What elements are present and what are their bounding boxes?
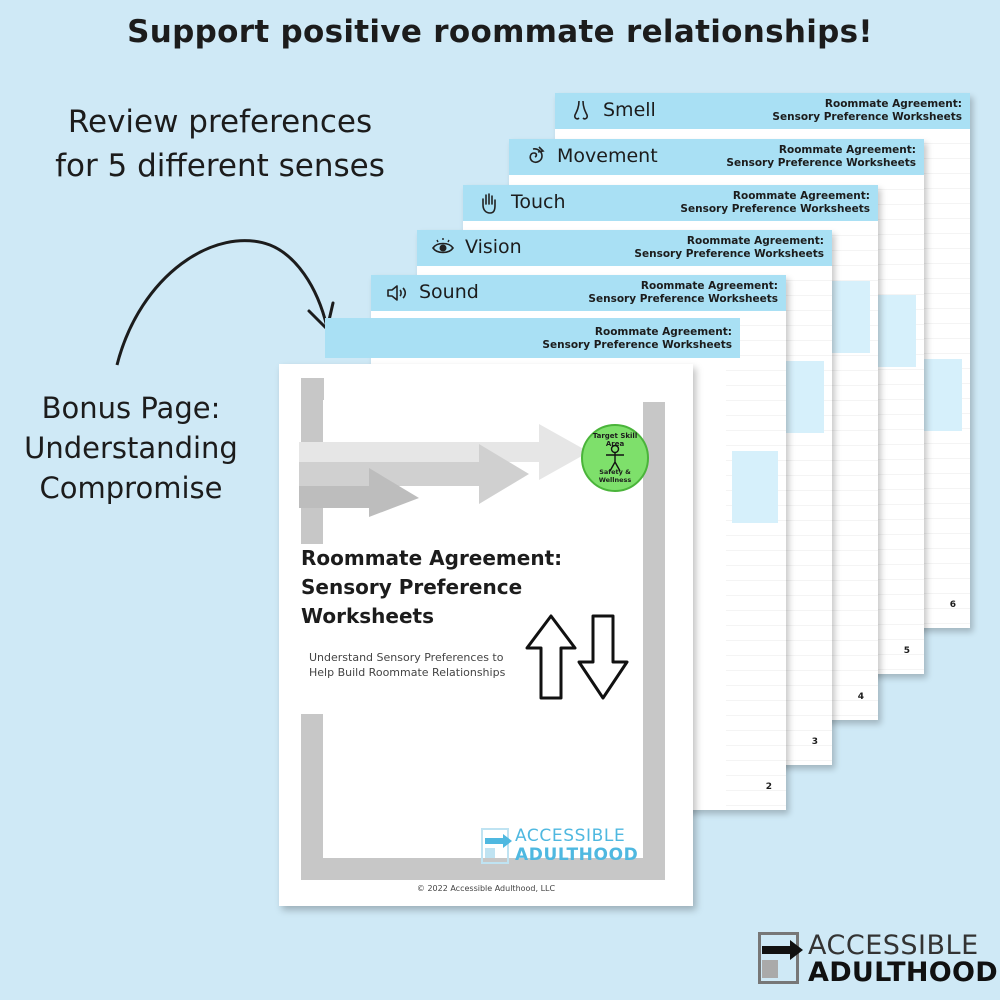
bonus-note-line2: Understanding — [24, 431, 238, 466]
bonus-note: Bonus Page: Understanding Compromise — [6, 388, 256, 508]
cover-title-line2: Sensory Preference — [301, 575, 523, 599]
page-header: Sound Roommate Agreement: Sensory Prefer… — [371, 275, 786, 311]
header-line2: Sensory Preference Worksheets — [726, 157, 916, 170]
senses-note-line2: for 5 different senses — [55, 148, 385, 185]
header-line2: Sensory Preference Worksheets — [542, 339, 732, 352]
page-header: Smell Roommate Agreement: Sensory Prefer… — [555, 93, 970, 129]
header-line2: Sensory Preference Worksheets — [772, 111, 962, 124]
cover-logo: ACCESSIBLE ADULTHOOD — [481, 826, 661, 866]
bonus-note-line3: Compromise — [39, 471, 223, 506]
cover-logo-line1: ACCESSIBLE — [515, 826, 626, 846]
senses-note-line1: Review preferences — [67, 104, 373, 140]
worksheet-header-text: Roommate Agreement: Sensory Preference W… — [634, 235, 824, 261]
copyright-text: © 2022 Accessible Adulthood, LLC — [416, 884, 556, 893]
page-header: Touch Roommate Agreement: Sensory Prefer… — [463, 185, 878, 221]
cover-subtitle: Understand Sensory Preferences to Help B… — [309, 651, 505, 681]
headline: Support positive roommate relationships! — [127, 14, 873, 50]
cover-subtitle-line2: Help Build Roommate Relationships — [309, 665, 506, 679]
page-content-strip: 2 — [726, 311, 786, 810]
worksheet-header-text: Roommate Agreement: Sensory Preference W… — [542, 326, 732, 352]
page-number: 3 — [811, 737, 818, 747]
sense-name: Movement — [557, 145, 658, 167]
header-line2: Sensory Preference Worksheets — [588, 293, 778, 306]
person-icon — [606, 444, 624, 472]
worksheet-header-text: Roommate Agreement: Sensory Preference W… — [588, 280, 778, 306]
cover-logo-line2: ADULTHOOD — [515, 845, 639, 865]
cover-title-line3: Worksheets — [301, 604, 434, 628]
header-line1: Roommate Agreement: — [594, 326, 732, 338]
frame-gap — [299, 544, 327, 714]
sense-name: Vision — [465, 236, 522, 258]
skill-area-badge: Target Skill Area Safety & Wellness — [581, 424, 649, 492]
cover-title: Roommate Agreement: Sensory Preference W… — [301, 544, 562, 631]
speaker-icon — [387, 285, 407, 301]
curved-arrow-icon — [115, 239, 335, 366]
brand-logo: ACCESSIBLE ADULTHOOD — [758, 930, 998, 988]
bonus-note-line1: Bonus Page: — [41, 391, 221, 425]
sticky-note — [732, 451, 778, 523]
logo-mark-icon — [758, 932, 803, 984]
decorative-arrows — [299, 424, 589, 517]
up-down-arrows-icon — [525, 614, 629, 700]
worksheet-header-text: Roommate Agreement: Sensory Preference W… — [772, 98, 962, 124]
badge-top-text: Target Skill Area — [592, 432, 638, 448]
page-number: 2 — [765, 782, 772, 792]
hand-icon — [482, 193, 496, 214]
brand-line1: ACCESSIBLE — [808, 930, 979, 961]
spiral-arrow-icon — [529, 146, 545, 163]
sense-name: Sound — [419, 281, 479, 303]
header-line1: Roommate Agreement: — [732, 190, 870, 202]
worksheet-header-text: Roommate Agreement: Sensory Preference W… — [726, 144, 916, 170]
worksheet-header-text: Roommate Agreement: Sensory Preference W… — [680, 190, 870, 216]
page-number: 4 — [857, 692, 864, 702]
page-header: Movement Roommate Agreement: Sensory Pre… — [509, 139, 924, 175]
logo-mark-icon — [481, 828, 512, 864]
header-line1: Roommate Agreement: — [778, 144, 916, 156]
header-line1: Roommate Agreement: — [640, 280, 778, 292]
cover-page-header: Roommate Agreement: Sensory Preference W… — [325, 318, 740, 358]
badge-bottom-text: Safety & Wellness — [598, 468, 632, 484]
header-line2: Sensory Preference Worksheets — [634, 248, 824, 261]
senses-note: Review preferences for 5 different sense… — [20, 100, 420, 188]
header-line2: Sensory Preference Worksheets — [680, 203, 870, 216]
page-number: 5 — [903, 646, 910, 656]
page-number: 6 — [949, 600, 956, 610]
frame-gap — [324, 378, 669, 402]
header-line1: Roommate Agreement: — [824, 98, 962, 110]
cover-subtitle-line1: Understand Sensory Preferences to — [309, 651, 504, 664]
cover-page: Target Skill Area Safety & Wellness Room… — [279, 364, 693, 906]
header-line1: Roommate Agreement: — [686, 235, 824, 247]
eye-icon — [432, 238, 454, 254]
sense-name: Smell — [603, 99, 656, 121]
sense-name: Touch — [511, 191, 566, 213]
brand-line2: ADULTHOOD — [808, 957, 998, 988]
nose-icon — [574, 100, 588, 120]
cover-title-line1: Roommate Agreement: — [301, 546, 563, 570]
page-header: Vision Roommate Agreement: Sensory Prefe… — [417, 230, 832, 266]
